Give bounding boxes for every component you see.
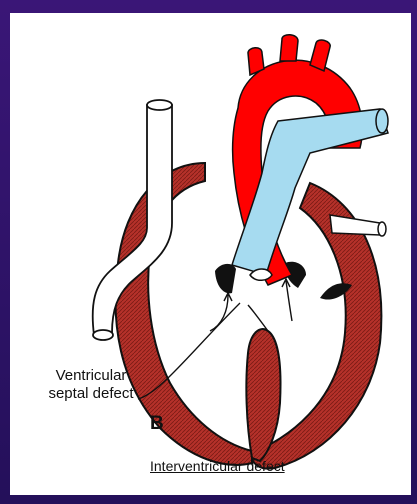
- vsd-label-line2: septal defect: [36, 385, 146, 403]
- aortic-branch-2: [280, 35, 298, 61]
- right-ventricle-wall: [115, 163, 252, 465]
- svc-opening: [147, 100, 172, 110]
- flow-arrow-3: [286, 281, 292, 321]
- aortic-branch-3: [310, 40, 330, 71]
- ivc-opening: [93, 330, 113, 340]
- septal-rim: [215, 264, 236, 293]
- pulmonary-vein-opening: [378, 222, 386, 236]
- heart-diagram: [10, 13, 411, 495]
- figure-caption: Interventricular defect: [150, 458, 285, 474]
- panel-letter: B: [150, 415, 164, 433]
- vsd-label-line1: Ventricular: [36, 367, 146, 385]
- flow-arrow-2: [248, 305, 268, 331]
- flow-arrow-1: [210, 295, 228, 331]
- pulmonary-artery-opening: [376, 109, 388, 133]
- vsd-label: Ventricular septal defect: [36, 367, 146, 403]
